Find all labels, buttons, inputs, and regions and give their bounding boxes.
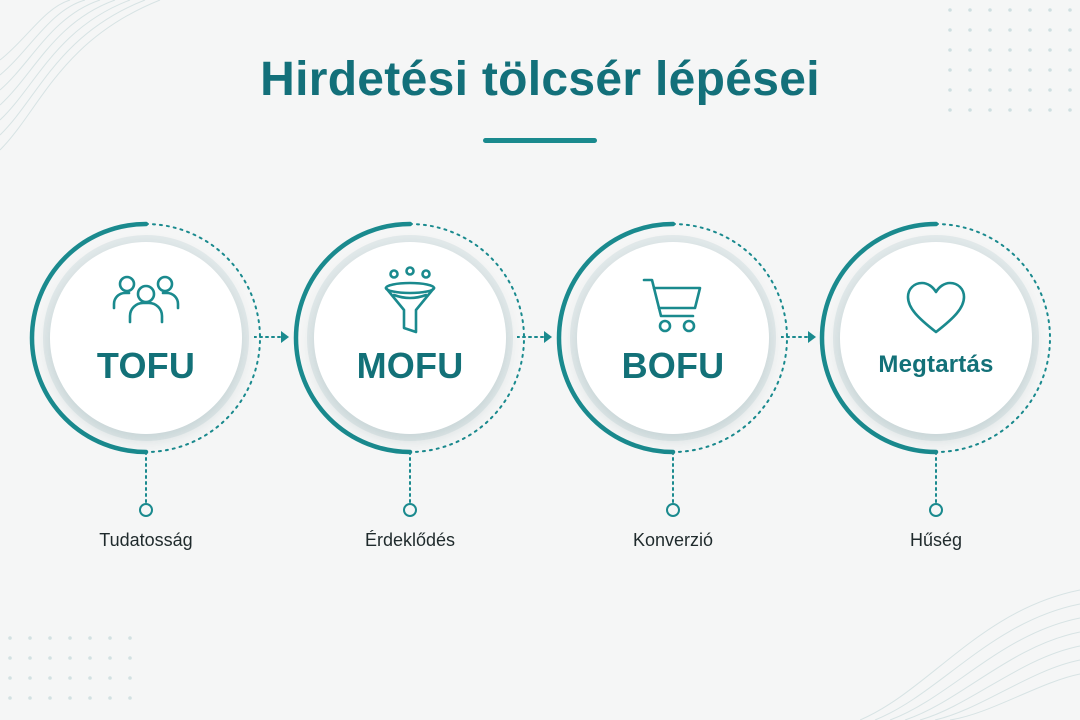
dot-grid-top-right	[948, 8, 1072, 112]
wave-pattern-bottom-right	[860, 589, 1080, 720]
stage-inner-circle	[840, 242, 1032, 434]
stage-ring	[556, 221, 788, 455]
dot-grid-bottom-left	[8, 636, 132, 700]
stage-label: Megtartás	[878, 351, 994, 378]
stage-stem-bofu	[666, 451, 680, 517]
stage-caption-megtartas: Hűség	[909, 530, 963, 550]
stage-bofu: BOFU	[553, 218, 793, 458]
stage-stem-tofu	[139, 451, 153, 517]
title-underline	[483, 138, 597, 143]
stage-ring	[293, 221, 525, 455]
arrow-connector-1-2	[254, 331, 289, 343]
stage-caption-tofu: Tudatosság	[99, 530, 193, 550]
stage-inner-circle	[50, 242, 242, 434]
stage-stem-megtartas	[929, 451, 943, 517]
stage-label: TOFU	[96, 345, 196, 386]
arrow-connector-2-3	[517, 331, 552, 343]
stage-mofu: MOFU	[290, 218, 530, 458]
wave-pattern-top-left	[0, 0, 161, 151]
heart-icon	[906, 281, 966, 334]
page-title: Hirdetési tölcsér lépései	[260, 53, 820, 106]
stage-stem-mofu	[403, 451, 417, 517]
stage-ring	[29, 221, 261, 455]
stage-caption-mofu: Érdeklődés	[364, 530, 456, 550]
stage-ring	[819, 221, 1051, 455]
stage-label: MOFU	[356, 345, 464, 386]
arrow-connector-3-4	[781, 331, 816, 343]
stage-tofu: TOFU	[26, 218, 266, 458]
stage-megtartas: Megtartás	[816, 218, 1056, 458]
shopping-cart-icon	[642, 278, 702, 333]
stage-label: BOFU	[621, 345, 725, 386]
stage-caption-bofu: Konverzió	[632, 530, 714, 550]
funnel-icon	[384, 266, 436, 334]
users-group-icon	[112, 275, 180, 324]
stage-inner-circle	[577, 242, 769, 434]
